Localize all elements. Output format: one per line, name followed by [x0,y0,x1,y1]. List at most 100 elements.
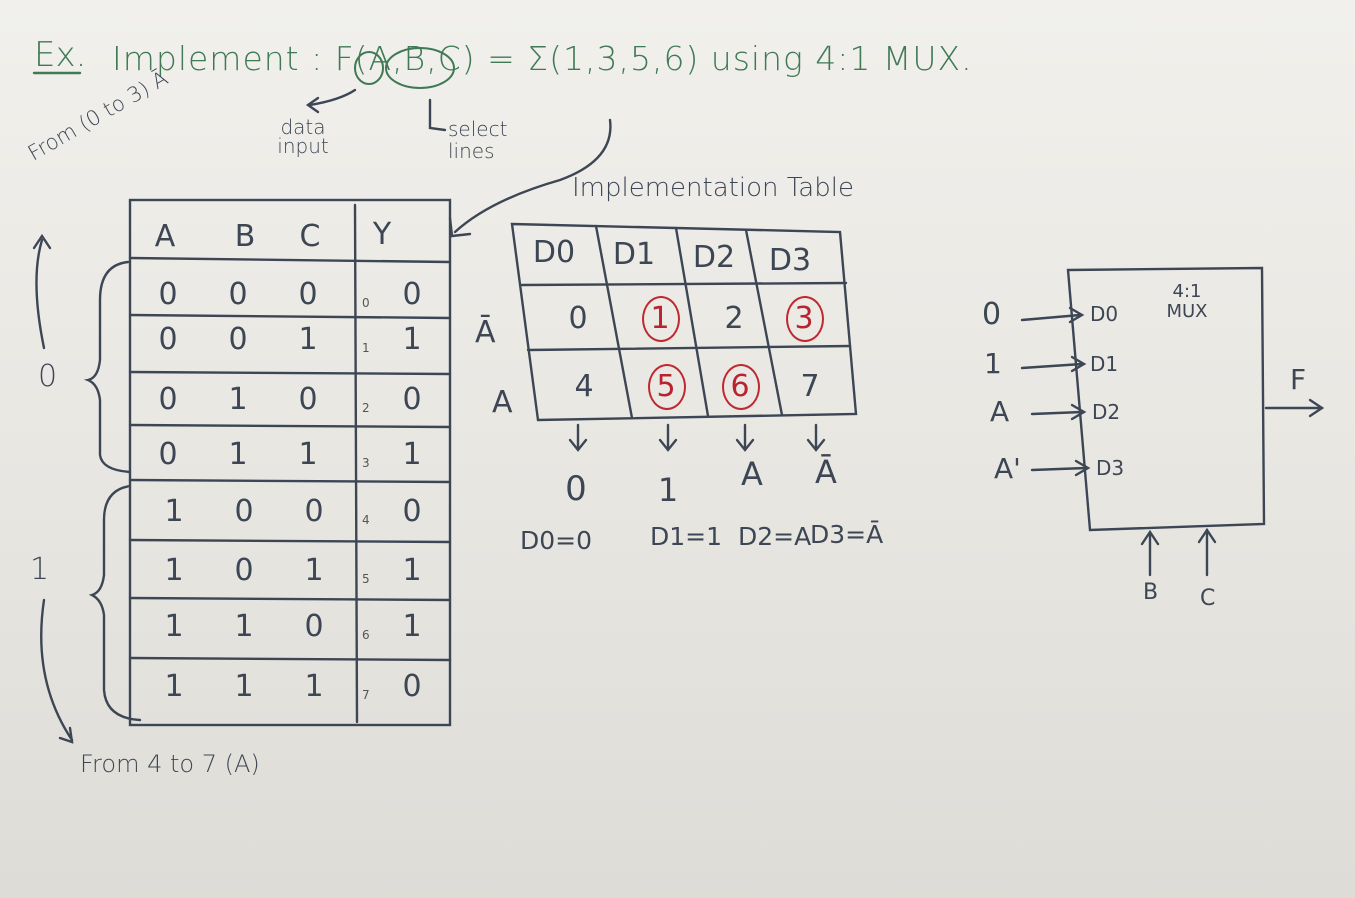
truth-cell-b: 0 [234,553,254,588]
truth-cell-a: 1 [164,553,184,588]
group-1-label: 1 [30,552,50,587]
impl-table-title: Implementation Table [572,173,854,203]
impl-header-d1: D1 [612,237,656,272]
truth-table-y-divider [353,203,359,724]
truth-cell-c: 0 [298,277,318,312]
mux-input-value-2: A [990,395,1010,428]
example-label: Ex. [34,35,87,75]
truth-cell-b: 0 [234,494,254,529]
truth-cell-y: 1 [402,553,422,588]
page-title: Implement : F(A,B,C) = Σ(1,3,5,6) using … [112,39,973,78]
impl-row-label-a: A [492,385,513,420]
truth-cell-y: 0 [402,669,422,704]
truth-cell-c: 1 [304,553,324,588]
truth-cell-y: 1 [402,437,422,472]
hook-select-lines [428,98,447,132]
truth-row-index: 5 [362,572,370,586]
mux-input-value-0: 0 [982,297,1002,332]
mux-box [1066,266,1266,532]
truth-cell-a: 1 [164,494,184,529]
truth-cell-b: 0 [228,322,248,357]
impl-output-d2: A [741,455,763,493]
mux-pin-d0: D0 [1090,302,1119,326]
mux-input-value-3: A' [994,452,1021,485]
impl-header-d0: D0 [532,235,576,270]
truth-table-header-line [128,256,452,264]
minterm-circle [648,364,686,410]
truth-cell-a: 1 [164,609,184,644]
arrow-data-input [308,88,357,107]
impl-output-d3: Ā [815,453,837,491]
minterm-circle [722,364,760,410]
mux-pin-d1: D1 [1090,352,1119,376]
truth-header-y: Y [372,217,392,252]
impl-header-d3: D3 [768,243,812,278]
truth-cell-y: 0 [402,382,422,417]
equation-d2: D2=A [738,522,812,551]
minterm-circle [786,296,824,342]
truth-header-b: B [234,219,256,254]
truth-row-index: 0 [362,296,370,310]
truth-cell-b: 1 [228,382,248,417]
from-4-7-note: From 4 to 7 (A) [80,750,260,778]
truth-cell-a: 0 [158,437,178,472]
truth-cell-a: 1 [164,669,184,704]
truth-cell-c: 1 [304,669,324,704]
truth-cell-b: 0 [228,277,248,312]
truth-cell-y: 0 [402,494,422,529]
arrow-from-4-7 [40,598,74,742]
truth-header-a: A [154,219,176,254]
truth-row-index: 2 [362,401,370,415]
mux-output-label: F [1290,363,1307,396]
impl-table-border [510,222,858,422]
equation-d3: D3=Ā [810,520,884,549]
impl-cell-4: 4 [574,369,594,404]
truth-cell-c: 0 [304,609,324,644]
truth-row-index: 7 [362,688,370,702]
mux-select-c: C [1200,586,1216,611]
impl-table-header-line [520,281,848,287]
truth-cell-c: 0 [304,494,324,529]
truth-cell-c: 0 [298,382,318,417]
impl-row-label-abar: Ā [475,315,496,350]
data-input-note: data input [277,115,329,158]
equation-d1: D1=1 [650,522,723,551]
truth-header-c: C [299,219,321,254]
mux-input-value-1: 1 [984,347,1002,380]
mux-label: 4:1 MUX [1166,281,1208,322]
mux-pin-d2: D2 [1092,400,1121,424]
truth-row-index: 1 [362,341,370,355]
impl-cell-7: 7 [800,369,820,404]
select-lines-note: select lines [448,117,508,163]
truth-cell-c: 1 [298,322,318,357]
truth-cell-a: 0 [158,277,178,312]
group-0-label: 0 [38,359,58,394]
truth-cell-c: 1 [298,437,318,472]
brace-group-1 [88,484,142,722]
mux-select-b: B [1143,580,1159,605]
impl-cell-0: 0 [568,301,588,336]
arrow-from-0-3 [35,238,46,350]
minterm-circle [642,296,680,342]
truth-row-index: 4 [362,513,370,527]
truth-row-index: 3 [362,456,370,470]
truth-cell-y: 1 [402,609,422,644]
truth-cell-b: 1 [234,609,254,644]
impl-output-d0: 0 [565,469,587,509]
brace-group-0 [83,260,132,474]
equation-d0: D0=0 [520,526,593,555]
truth-cell-b: 1 [228,437,248,472]
truth-table-border [128,198,452,727]
truth-cell-y: 0 [402,277,422,312]
truth-cell-a: 0 [158,382,178,417]
truth-cell-b: 1 [234,669,254,704]
truth-cell-y: 1 [402,322,422,357]
truth-cell-a: 0 [158,322,178,357]
truth-row-index: 6 [362,628,370,642]
mux-pin-d3: D3 [1096,456,1125,480]
impl-header-d2: D2 [692,240,736,275]
impl-cell-2: 2 [724,301,744,336]
impl-output-d1: 1 [657,471,679,509]
